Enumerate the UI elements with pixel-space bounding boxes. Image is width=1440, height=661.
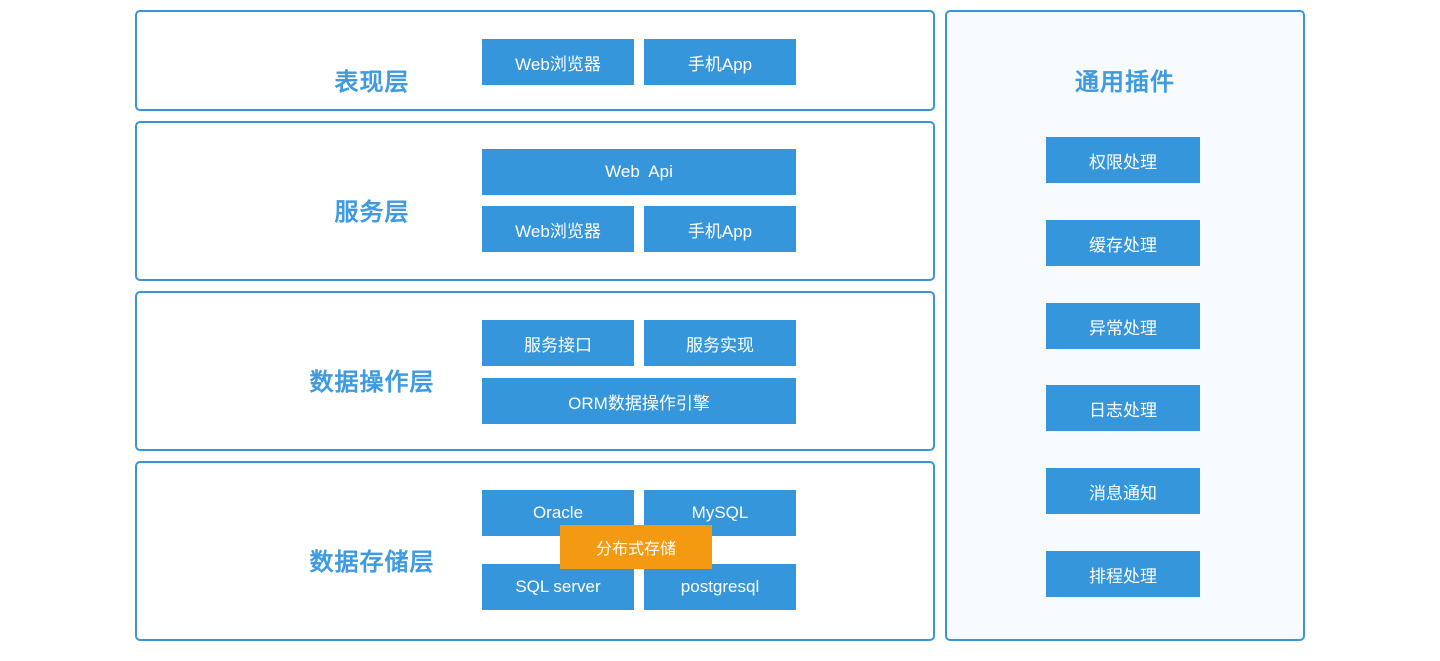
box-web-browser[interactable]: Web浏览器	[482, 39, 634, 85]
layer-data-operation: 数据操作层 服务接口 服务实现 ORM数据操作引擎	[135, 291, 935, 451]
layer-title-data-operation: 数据操作层	[309, 369, 435, 396]
plugin-item-exception[interactable]: 异常处理	[1046, 303, 1200, 349]
box-mobile-app[interactable]: 手机App	[644, 39, 796, 85]
layer-title-service: 服务层	[334, 199, 410, 226]
box-service-interface[interactable]: 服务接口	[482, 320, 634, 366]
plugin-item-cache[interactable]: 缓存处理	[1046, 220, 1200, 266]
layer-data-storage: 数据存储层 Oracle MySQL SQL server postgresql	[135, 461, 935, 641]
plugin-panel-title: 通用插件	[1075, 69, 1175, 96]
box-service-implementation[interactable]: 服务实现	[644, 320, 796, 366]
plugin-item-notification[interactable]: 消息通知	[1046, 468, 1200, 514]
layer-presentation: 表现层 Web浏览器 手机App	[135, 10, 935, 111]
layer-title-presentation: 表现层	[334, 69, 410, 96]
plugin-item-scheduling[interactable]: 排程处理	[1046, 551, 1200, 597]
box-service-mobile-app[interactable]: 手机App	[644, 206, 796, 252]
plugin-panel: 通用插件 权限处理 缓存处理 异常处理 日志处理 消息通知 排程处理	[945, 10, 1305, 641]
box-sql-server[interactable]: SQL server	[482, 564, 634, 610]
plugin-item-logging[interactable]: 日志处理	[1046, 385, 1200, 431]
box-service-web-browser[interactable]: Web浏览器	[482, 206, 634, 252]
box-distributed-storage[interactable]: 分布式存储	[560, 525, 712, 569]
layer-title-data-storage: 数据存储层	[309, 549, 435, 576]
box-orm-engine[interactable]: ORM数据操作引擎	[482, 378, 796, 424]
plugin-item-permission[interactable]: 权限处理	[1046, 137, 1200, 183]
box-web-api[interactable]: Web Api	[482, 149, 796, 195]
box-postgresql[interactable]: postgresql	[644, 564, 796, 610]
layer-service: 服务层 Web Api Web浏览器 手机App	[135, 121, 935, 281]
